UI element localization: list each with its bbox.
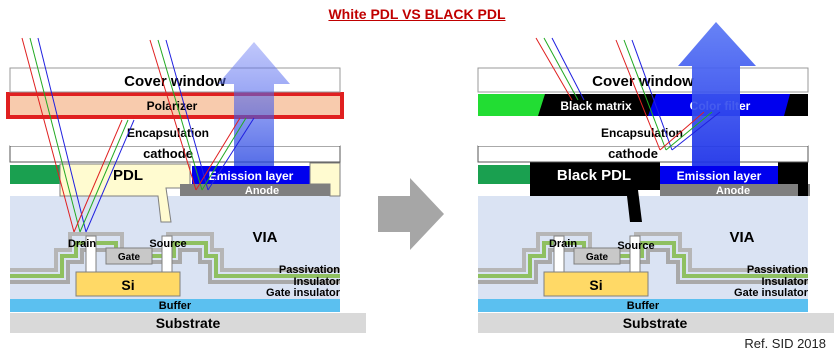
- black-pdl-label: Black PDL: [557, 167, 631, 184]
- black-pdl: [530, 160, 660, 222]
- reflection-rays: [21, 37, 255, 233]
- buffer-layer: [10, 299, 340, 312]
- anode-label: Anode: [245, 185, 279, 197]
- insulator-label: Insulator: [294, 276, 341, 288]
- substrate-label-right: Substrate: [623, 315, 688, 331]
- si-layer: [75, 271, 181, 297]
- source-label-right: Source: [617, 240, 654, 252]
- source-contact: [161, 235, 173, 273]
- pdl-label: PDL: [113, 167, 143, 184]
- anode-layer: [180, 184, 330, 196]
- green-color-filter: [478, 94, 545, 116]
- white-pdl-right: [309, 162, 341, 197]
- black-matrix-label: Black matrix: [560, 99, 632, 113]
- gate-label: Gate: [118, 252, 141, 263]
- cathode-label-right: cathode: [608, 146, 658, 161]
- source-label: Source: [149, 238, 186, 250]
- left-panel: Substrate Buffer Passivation Insulator G…: [6, 37, 366, 333]
- green-emission-right: [478, 165, 533, 184]
- black-pdl-right-edge: [778, 160, 808, 196]
- drain-label: Drain: [68, 238, 96, 250]
- reflection-rays-right: [535, 37, 721, 151]
- encapsulation-label-right: Encapsulation: [601, 126, 683, 140]
- gate-block: [105, 247, 153, 265]
- substrate-label: Substrate: [156, 315, 221, 331]
- drain-label-right: Drain: [549, 238, 577, 250]
- gate-block-right: [573, 247, 621, 265]
- drain-contact-right: [553, 235, 565, 273]
- buffer-label: Buffer: [159, 300, 192, 312]
- cover-window-right: [477, 67, 809, 93]
- source-contact-right: [629, 235, 641, 273]
- si-layer-right: [543, 271, 649, 297]
- emission-layer: [192, 166, 310, 184]
- polarizer-label: Polarizer: [147, 99, 198, 113]
- anode-layer-right: [660, 184, 810, 196]
- gate-insulator-label: Gate insulator: [266, 287, 341, 299]
- via-label-right: VIA: [729, 229, 754, 246]
- insulator-label-right: Insulator: [762, 276, 809, 288]
- right-panel: Substrate Buffer Passivation Insulator G…: [477, 22, 834, 333]
- si-label-right: Si: [589, 277, 602, 293]
- diagram-title: White PDL VS BLACK PDL: [328, 6, 506, 22]
- reference-note: Ref. SID 2018: [744, 336, 826, 351]
- cover-window-label-right: Cover window: [592, 73, 694, 90]
- buffer-layer-right: [478, 299, 808, 312]
- gate-label-right: Gate: [586, 252, 609, 263]
- substrate-layer: [10, 313, 366, 333]
- encapsulation-label: Encapsulation: [127, 126, 209, 140]
- cover-window-label: Cover window: [124, 73, 226, 90]
- si-label: Si: [121, 277, 134, 293]
- cathode-label: cathode: [143, 146, 193, 161]
- emission-layer-right: [660, 166, 778, 184]
- encapsulation-layer-right: [478, 118, 808, 146]
- gate-insulator-label-right: Gate insulator: [734, 287, 809, 299]
- buffer-label-right: Buffer: [627, 300, 660, 312]
- anode-label-right: Anode: [716, 185, 750, 197]
- drain-contact: [85, 235, 97, 273]
- transition-arrow: [378, 178, 444, 250]
- substrate-layer-right: [478, 313, 834, 333]
- emission-label-right: Emission layer: [677, 169, 762, 183]
- passivation-label: Passivation: [279, 264, 340, 276]
- passivation-label-right: Passivation: [747, 264, 808, 276]
- green-emission-left: [10, 165, 65, 184]
- via-label: VIA: [252, 229, 277, 246]
- emission-label: Emission layer: [209, 169, 294, 183]
